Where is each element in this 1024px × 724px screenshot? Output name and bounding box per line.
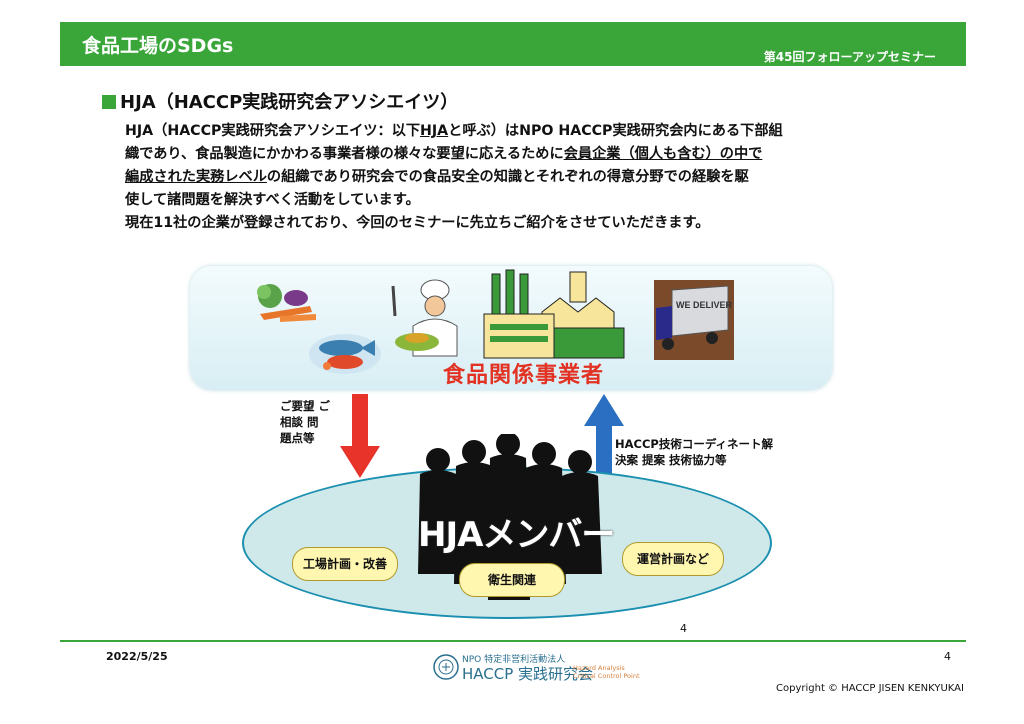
footer-page-number: 4 [944,650,951,663]
square-bullet-icon [102,95,116,109]
seafood-icon [309,334,381,374]
delivery-truck-icon: WE DELIVER [654,280,734,360]
seminar-name: 第45回フォローアップセミナー [763,50,936,64]
intro-paragraph: HJA（HACCP実践研究会アソシエイツ：以下HJAと呼ぶ）はNPO HACCP… [125,120,925,235]
slide-title: 食品工場のSDGs [82,35,234,57]
truck-label: WE DELIVER [676,300,733,310]
center-page-number: 4 [680,622,687,635]
footer-org-name: HACCP 実践研究会 [462,665,594,683]
footer-date: 2022/5/25 [106,650,168,663]
solution-arrow-up [584,394,624,478]
intro-text-3: の組織であり研究会での食品安全の知識とそれぞれの得意分野での経験を駆 使して諸問… [125,169,749,231]
footer-divider [60,640,966,642]
slide-header: 食品工場のSDGs 第45回フォローアップセミナー [60,22,966,66]
section-heading: HJA（HACCP実践研究会アソシエイツ） [102,88,458,114]
haccp-logo-seal-icon [433,654,459,680]
solution-note: HACCP技術コーディネート解 決案 提案 技術協力等 [615,437,774,467]
pill-factory-planning: 工場計画・改善 [292,547,398,581]
chef-icon [391,279,458,357]
request-arrow-down [340,394,380,478]
footer-org-prefix: NPO 特定非営利活動法人 [462,655,566,665]
intro-text-2: と呼ぶ）はNPO HACCP実践研究会内にある下部組 織であり、食品製造にかかわ… [125,123,783,162]
intro-text-hja: HJA [420,123,449,139]
footer-tagline: Hazard Analysis Critical Control Point [573,664,640,680]
factory-icon [483,269,625,359]
intro-text-1: HJA（HACCP実践研究会アソシエイツ：以下 [125,123,421,139]
pill-hygiene: 衛生関連 [459,563,565,597]
request-note: ご要望 ご 相談 問 題点等 [280,399,331,445]
people-silhouettes-icon [418,434,602,600]
vegetables-icon [257,284,316,322]
pill-operations: 運営計画など [622,542,724,576]
section-heading-text: HJA（HACCP実践研究会アソシエイツ） [120,92,459,113]
members-label: HJAメンバー [418,515,615,555]
intro-text-members: 会員企業（個人も含む）の中で 編成された実務レベル [125,146,763,185]
food-business-label: 食品関係事業者 [443,363,605,388]
footer-copyright: Copyright © HACCP JISEN KENKYUKAI [776,683,964,694]
